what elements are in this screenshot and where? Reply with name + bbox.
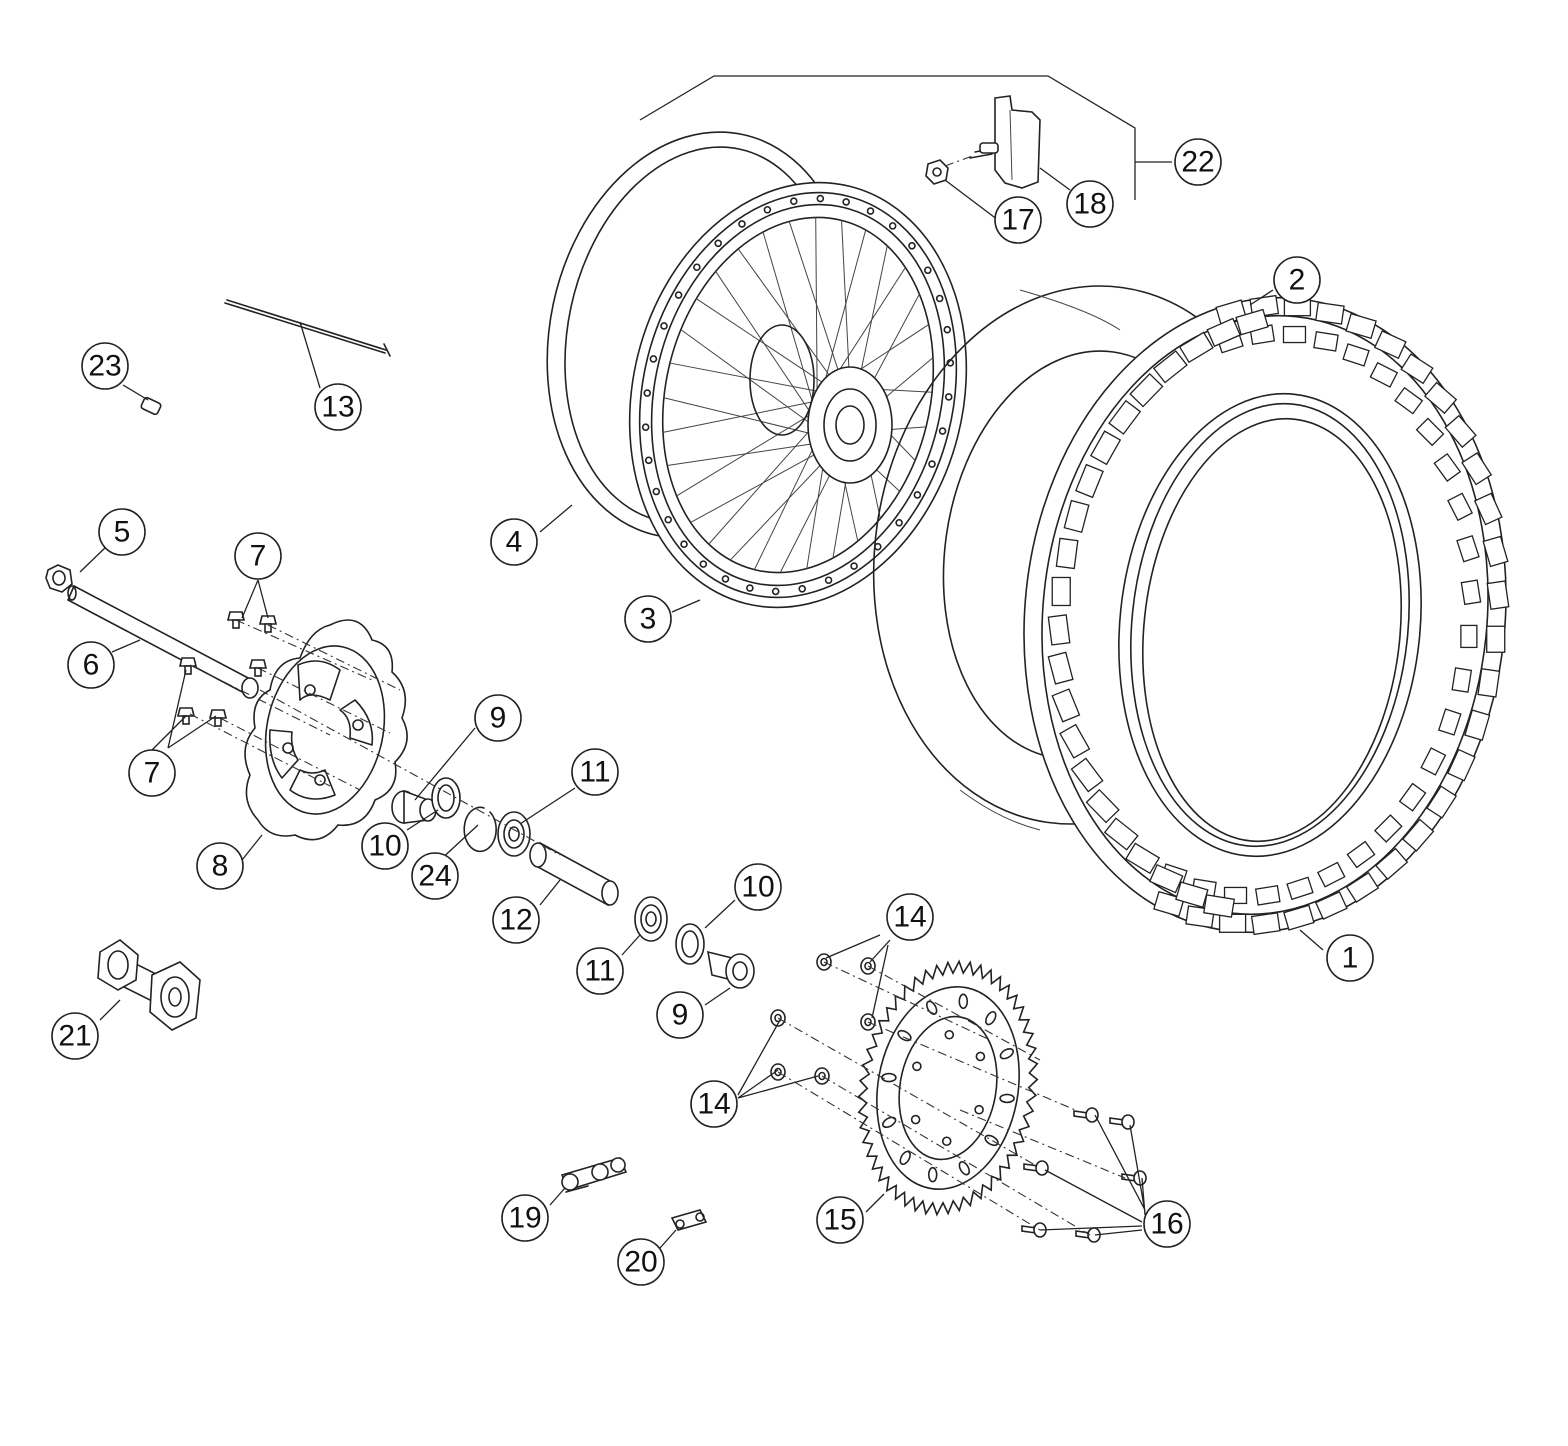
assembly-bracket-22 <box>639 75 1136 200</box>
svg-text:11: 11 <box>579 756 610 789</box>
callout-14b: 14 <box>690 1080 738 1128</box>
callout-13: 13 <box>314 383 362 431</box>
callout-14a: 14 <box>886 893 934 941</box>
callout-8: 8 <box>196 842 244 890</box>
seal-right <box>675 923 705 965</box>
callout-24: 24 <box>411 852 459 900</box>
wheel-hub <box>97 939 201 1031</box>
svg-text:4: 4 <box>506 526 523 559</box>
svg-text:23: 23 <box>88 350 121 383</box>
svg-text:10: 10 <box>741 871 774 904</box>
svg-text:11: 11 <box>584 955 615 988</box>
svg-text:17: 17 <box>1001 204 1034 237</box>
svg-text:14: 14 <box>697 1088 730 1121</box>
svg-text:21: 21 <box>58 1020 91 1053</box>
callout-1: 1 <box>1326 934 1374 982</box>
callout-2: 2 <box>1273 256 1321 304</box>
svg-text:20: 20 <box>624 1246 657 1279</box>
disc-bolts <box>176 611 278 727</box>
svg-text:9: 9 <box>672 999 689 1032</box>
callout-9b: 9 <box>656 991 704 1039</box>
svg-text:16: 16 <box>1150 1208 1183 1241</box>
rim-lock-nut <box>925 154 976 185</box>
callout-4: 4 <box>490 518 538 566</box>
svg-text:6: 6 <box>83 649 100 682</box>
svg-text:12: 12 <box>499 904 532 937</box>
svg-text:22: 22 <box>1181 146 1214 179</box>
brake-disc <box>244 619 408 841</box>
callout-22: 22 <box>1174 138 1222 186</box>
spacer-left <box>391 789 437 824</box>
chain-master-link <box>670 1209 708 1231</box>
callout-17: 17 <box>994 196 1042 244</box>
callout-23: 23 <box>81 342 129 390</box>
callout-7b: 7 <box>128 749 176 797</box>
svg-text:3: 3 <box>640 603 657 636</box>
callout-3: 3 <box>624 595 672 643</box>
sprocket <box>857 959 1039 1217</box>
spoked-wheel <box>628 181 968 609</box>
callout-12: 12 <box>492 896 540 944</box>
tire <box>1023 294 1510 936</box>
rim-lock <box>969 95 1041 189</box>
callout-16: 16 <box>1143 1200 1191 1248</box>
svg-text:15: 15 <box>823 1204 856 1237</box>
leader-lines <box>79 161 1324 1249</box>
callout-9a: 9 <box>474 694 522 742</box>
svg-text:9: 9 <box>490 702 507 735</box>
svg-text:7: 7 <box>250 540 267 573</box>
svg-text:8: 8 <box>212 850 229 883</box>
bearing-right <box>634 896 668 942</box>
callout-5: 5 <box>98 508 146 556</box>
callout-10b: 10 <box>734 863 782 911</box>
svg-text:5: 5 <box>114 516 131 549</box>
callout-11b: 11 <box>576 947 624 995</box>
alignment-lines <box>189 619 1126 1236</box>
svg-text:13: 13 <box>321 391 354 424</box>
callout-10a: 10 <box>361 822 409 870</box>
svg-text:14: 14 <box>893 901 926 934</box>
svg-text:1: 1 <box>1342 942 1359 975</box>
svg-text:24: 24 <box>418 860 451 893</box>
callout-19: 19 <box>501 1194 549 1242</box>
svg-text:19: 19 <box>508 1202 541 1235</box>
distance-sleeve <box>529 841 619 907</box>
callout-20: 20 <box>617 1238 665 1286</box>
callout-15: 15 <box>816 1196 864 1244</box>
spacer-right <box>707 950 755 989</box>
svg-text:18: 18 <box>1073 188 1106 221</box>
sprocket-nuts <box>770 953 876 1085</box>
callout-11a: 11 <box>571 748 619 796</box>
bearing-left <box>497 811 531 857</box>
spoke-nipple <box>140 396 162 416</box>
chain-link <box>560 1157 628 1193</box>
svg-text:7: 7 <box>144 757 161 790</box>
svg-text:2: 2 <box>1289 264 1306 297</box>
callout-18: 18 <box>1066 180 1114 228</box>
spoke-13 <box>224 299 391 357</box>
svg-text:10: 10 <box>368 830 401 863</box>
callout-21: 21 <box>51 1012 99 1060</box>
circlip <box>463 806 497 853</box>
callout-6: 6 <box>67 641 115 689</box>
callout-7a: 7 <box>234 532 282 580</box>
sprocket-bolts <box>1021 1107 1147 1243</box>
axle-nut <box>45 564 73 593</box>
